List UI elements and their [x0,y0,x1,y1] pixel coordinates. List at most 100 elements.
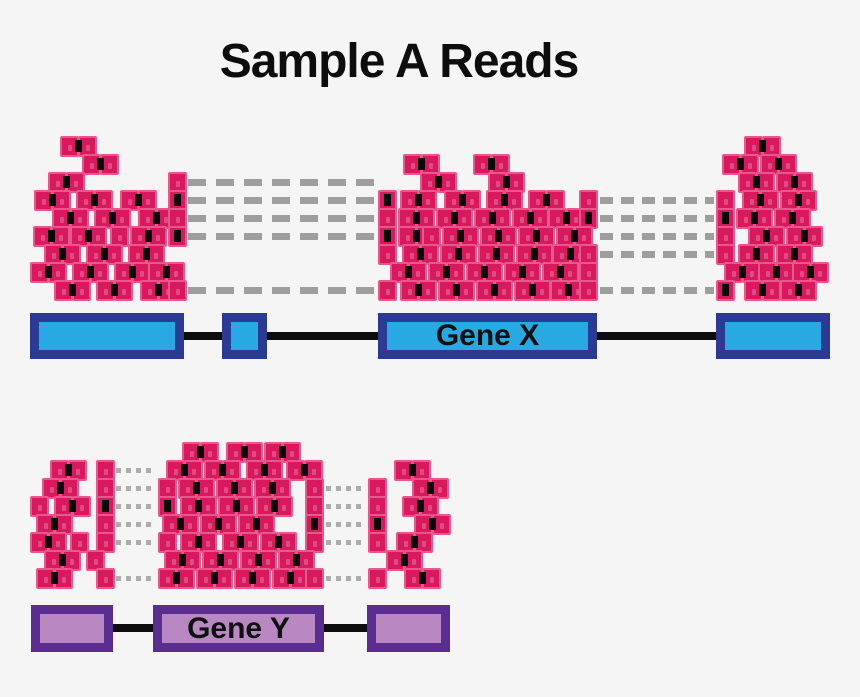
read-variant-mark [495,230,502,242]
gene-x-sequencing-read [760,154,797,175]
gene-y-sequencing-read [412,478,449,499]
read-variant-mark [751,212,758,224]
read-variant-mark [279,446,286,458]
read-variant-mark [415,284,422,296]
read-variant-mark [427,482,434,494]
read-variant-mark [67,212,74,224]
read-variant-mark [51,518,58,530]
gene-y-junction-gap-line [326,575,366,581]
read-variant-mark [109,212,116,224]
read-variant-mark [143,248,150,260]
read-segment [422,568,441,589]
gene-y-sequencing-read [162,514,199,535]
read-variant-mark [215,518,222,530]
gene-y-sequencing-read [305,568,324,589]
gene-x-junction-gap-line [188,178,376,186]
read-variant-mark [567,248,574,260]
gene-y-sequencing-read [305,496,324,517]
gene-y-sequencing-read [396,532,433,553]
read-variant-mark [241,446,248,458]
read-segment [804,226,823,247]
gene-y-exon-2: Gene Y [153,605,324,652]
gene-y-sequencing-read [180,532,217,553]
read-variant-mark [49,194,56,206]
read-variant-mark [759,140,766,152]
read-variant-mark [195,500,202,512]
gene-y-sequencing-read [180,496,217,517]
gene-y-sequencing-read [86,550,105,571]
read-variant-mark [418,158,425,170]
read-variant-mark [311,518,318,530]
read-variant-mark [69,284,76,296]
read-segment [404,568,423,589]
gene-y-junction-gap-line [116,503,156,509]
gene-y-exon-3 [367,605,450,652]
gene-x-sequencing-read [579,280,598,301]
gene-y-sequencing-read [394,460,431,481]
read-variant-mark [179,554,186,566]
read-segment [368,532,387,553]
gene-x-intron-line [180,332,228,340]
gene-y-sequencing-read [256,496,293,517]
read-variant-mark [757,194,764,206]
read-variant-mark [45,266,52,278]
gene-x-sequencing-read [440,244,477,265]
read-variant-mark [571,230,578,242]
read-variant-mark [275,536,282,548]
read-variant-mark [795,284,802,296]
read-segment [579,280,598,301]
read-variant-mark [419,572,426,584]
read-segment [378,244,397,265]
gene-y-sequencing-read [96,532,115,553]
gene-x-sequencing-read [742,190,779,211]
gene-y-sequencing-read [42,478,79,499]
read-variant-mark [405,266,412,278]
gene-y-sequencing-read [158,478,177,499]
gene-x-sequencing-read [378,244,397,265]
read-variant-mark [722,212,729,224]
gene-x-sequencing-read [780,190,817,211]
read-variant-mark [415,194,422,206]
gene-x-junction-gap-line [188,196,376,204]
gene-y-sequencing-read [222,532,259,553]
read-variant-mark [181,464,188,476]
read-variant-mark [451,212,458,224]
read-variant-mark [173,572,180,584]
read-variant-mark [63,176,70,188]
read-variant-mark [193,482,200,494]
gene-y-junction-gap-line [116,521,156,527]
read-segment [158,478,177,499]
gene-x-sequencing-read [402,244,439,265]
gene-y-sequencing-read [368,532,387,553]
gene-x-sequencing-read [514,280,551,301]
read-variant-mark [527,212,534,224]
read-variant-mark [59,248,66,260]
read-variant-mark [59,554,66,566]
read-variant-mark [48,230,55,242]
gene-y-label: Gene Y [187,611,290,645]
read-variant-mark [211,572,218,584]
read-variant-mark [435,176,442,188]
read-variant-mark [111,284,118,296]
read-variant-mark [91,194,98,206]
read-variant-mark [271,500,278,512]
gene-x-sequencing-read [148,262,185,283]
read-variant-mark [163,266,170,278]
gene-y-exon-1 [31,605,113,652]
gene-y-sequencing-read [218,496,255,517]
read-variant-mark [384,194,391,206]
gene-x-sequencing-read [428,262,465,283]
gene-y-sequencing-read [178,478,215,499]
read-variant-mark [453,284,460,296]
gene-y-sequencing-read [96,496,115,517]
read-variant-mark [503,176,510,188]
read-variant-mark [97,158,104,170]
read-variant-mark [155,284,162,296]
read-variant-mark [153,212,160,224]
gene-y-sequencing-read [234,568,271,589]
read-variant-mark [253,518,260,530]
gene-x-sequencing-read [128,244,165,265]
read-variant-mark [219,464,226,476]
gene-x-sequencing-read [473,154,510,175]
read-variant-mark [231,482,238,494]
